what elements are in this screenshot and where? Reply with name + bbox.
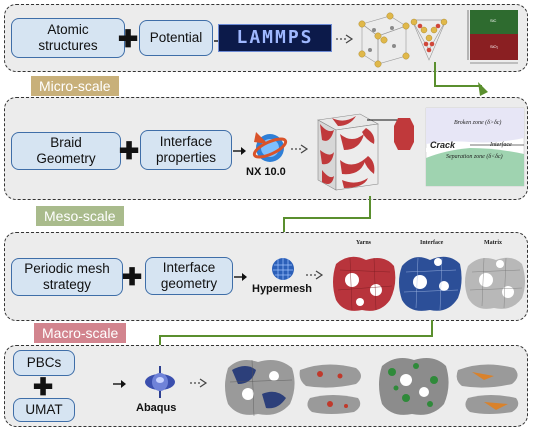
matrix-mesh-image <box>465 257 525 309</box>
result-full-model-image <box>225 359 295 417</box>
matrix-label: Matrix <box>484 240 502 246</box>
interface-properties-line2: properties <box>155 150 217 165</box>
hypermesh-label-text: Hypermesh <box>252 283 312 295</box>
braided-unit-cell-image <box>317 113 379 191</box>
crack-label: Crack <box>430 140 455 150</box>
interface-geometry-line2: geometry <box>160 276 218 291</box>
separation-zone-text: Separation zone (δ<δc) <box>446 154 503 160</box>
hypermesh-logo-icon <box>272 258 294 280</box>
crack-text: Crack <box>430 140 456 150</box>
broken-zone-text: Broken zone (δ>δc) <box>454 120 502 126</box>
interface-zone-text: Interface <box>490 142 512 148</box>
svg-text:SiC: SiC <box>490 18 497 23</box>
separation-zone-label: Separation zone (δ<δc) <box>446 154 503 160</box>
interface-mesh-image <box>399 256 462 311</box>
potential-box: Potential <box>139 20 213 56</box>
braid-geometry-line1: Braid <box>50 135 82 150</box>
interface-properties-line1: Interface <box>159 134 213 149</box>
plus-icon: ✚ <box>33 374 54 401</box>
result-matrix-damage-image <box>456 364 519 414</box>
umat-label: UMAT <box>25 402 63 417</box>
crystal-structure-image <box>358 12 448 68</box>
atomic-structures-line2: structures <box>38 38 98 53</box>
result-interface-damage-image <box>379 358 449 415</box>
macro-scale-label: Macro-scale <box>34 323 127 343</box>
arrow-icon <box>233 147 246 155</box>
interface-layer-image: SiC SiO₂ <box>467 10 518 64</box>
broken-zone-label: Broken zone (δ>δc) <box>454 120 501 126</box>
abaqus-logo-icon <box>145 366 175 398</box>
umat-box: UMAT <box>13 398 75 422</box>
dashed-arrow-icon <box>190 378 208 388</box>
plus-icon: ✚ <box>119 138 140 165</box>
interface-geometry-line1: Interface <box>162 260 216 275</box>
braid-geometry-line2: Geometry <box>36 151 96 166</box>
interface-zone-label: Interface <box>490 142 512 148</box>
nx-label: NX 10.0 <box>246 166 286 178</box>
nx-label-text: NX 10.0 <box>246 166 286 178</box>
arrow-icon <box>234 273 247 281</box>
micro-scale-text: Micro-scale <box>39 78 111 94</box>
meso-scale-text: Meso-scale <box>44 208 116 224</box>
pbcs-label: PBCs <box>26 355 62 370</box>
dashed-arrow-icon <box>306 270 324 280</box>
matrix-text: Matrix <box>484 240 502 246</box>
micro-scale-label: Micro-scale <box>31 76 119 96</box>
meso-scale-label: Meso-scale <box>36 206 124 226</box>
atomic-structures-line1: Atomic <box>47 22 89 37</box>
crack-interface-image <box>425 107 525 187</box>
result-yarn-damage-image <box>299 364 361 414</box>
nx-logo-icon <box>252 132 288 162</box>
interface-text: Interface <box>420 240 444 246</box>
periodic-mesh-line1: Periodic mesh <box>24 261 110 276</box>
dashed-arrow-icon <box>291 144 309 154</box>
pbcs-box: PBCs <box>13 350 75 376</box>
lammps-logo-text: LAMMPS <box>236 27 314 48</box>
yarns-text: Yarns <box>356 240 372 246</box>
abaqus-label-text: Abaqus <box>136 402 177 414</box>
yarn-cross-section-image <box>394 118 414 150</box>
abaqus-label: Abaqus <box>136 402 176 414</box>
yarns-mesh-image <box>333 256 396 311</box>
yarns-label: Yarns <box>356 240 371 246</box>
plus-icon: ✚ <box>118 26 139 53</box>
periodic-mesh-line2: strategy <box>42 277 91 292</box>
plus-icon: ✚ <box>122 264 143 291</box>
macro-scale-text: Macro-scale <box>42 325 119 341</box>
arrow-icon <box>113 380 126 388</box>
hypermesh-label: Hypermesh <box>252 283 312 295</box>
potential-label: Potential <box>149 30 203 45</box>
lammps-logo: LAMMPS <box>218 24 332 52</box>
dashed-arrow-icon <box>336 34 354 44</box>
svg-text:SiO₂: SiO₂ <box>490 44 499 49</box>
interface-label: Interface <box>420 240 443 246</box>
